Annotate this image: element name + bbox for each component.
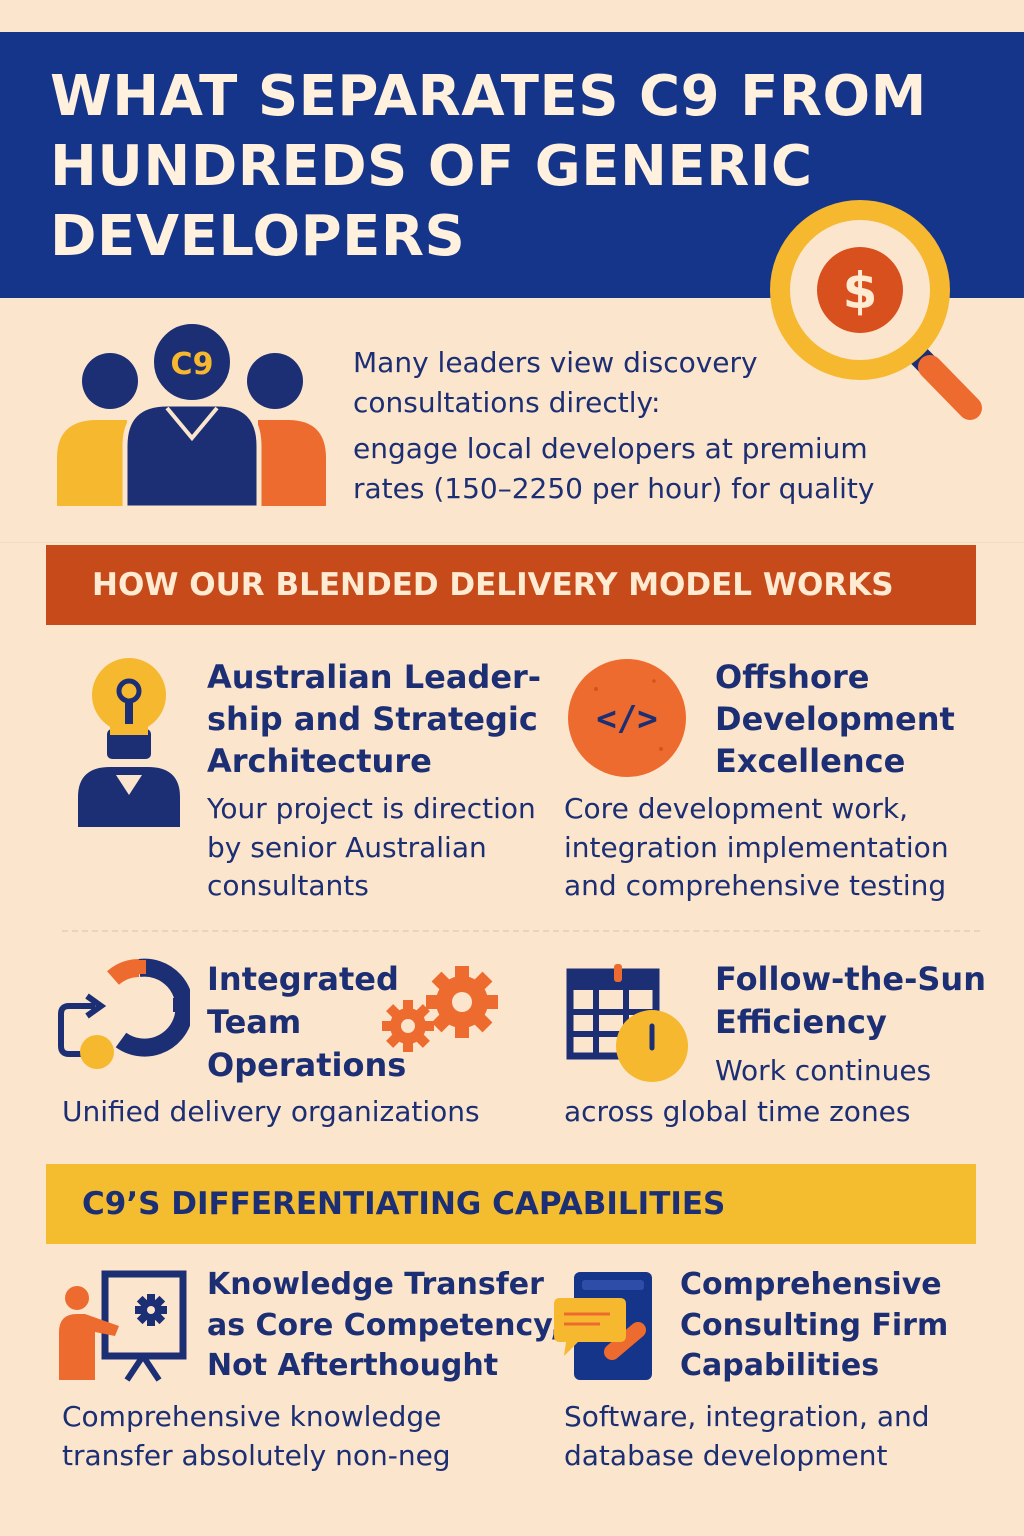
card-follow-the-sun-title: Follow-the-Sun Efficiency bbox=[715, 960, 986, 1041]
capability-consulting-firm-title: Comprehensive Consulting Firm Capabiliti… bbox=[680, 1267, 949, 1383]
intro-line-3: engage local developers at premium bbox=[353, 432, 868, 465]
card-follow-the-sun-desc-line1: Work continues bbox=[715, 1054, 932, 1087]
code-icon: </> bbox=[568, 659, 686, 777]
intro-line-4: rates (150–2250 per hour) for quality bbox=[353, 472, 875, 505]
c9-team-icon: C9 bbox=[57, 320, 326, 511]
capability-knowledge-transfer-title: Knowledge Transfer as Core Competency, N… bbox=[207, 1267, 562, 1383]
card-offshore-development-title: Offshore Development Excellence bbox=[715, 658, 955, 780]
card-offshore-development-desc: Core development work, integration imple… bbox=[564, 792, 949, 902]
c9-logo-text: C9 bbox=[171, 347, 214, 382]
card-follow-the-sun-desc-line2: across global time zones bbox=[564, 1095, 911, 1128]
section-heading-capabilities: C9’S DIFFERENTIATING CAPABILITIES bbox=[46, 1164, 976, 1244]
presenter-board-icon bbox=[59, 1270, 187, 1382]
dollar-symbol: $ bbox=[843, 262, 878, 320]
section-heading-delivery-model: HOW OUR BLENDED DELIVERY MODEL WORKS bbox=[46, 545, 976, 625]
card-australian-leadership-desc: Your project is direction by senior Aust… bbox=[207, 792, 536, 902]
intro-divider bbox=[0, 542, 1024, 543]
intro-line-2: consultations directly: bbox=[353, 386, 661, 419]
intro-line-1: Many leaders view discovery bbox=[353, 346, 758, 379]
page-title: WHAT SEPARATES C9 FROM HUNDREDS OF GENER… bbox=[50, 64, 927, 269]
magnifier-dollar-icon: $ bbox=[770, 200, 982, 420]
card-integrated-team-desc: Unified delivery organizations bbox=[62, 1095, 480, 1128]
card-australian-leadership-title: Australian Leader- ship and Strategic Ar… bbox=[207, 658, 542, 780]
lightbulb-person-icon bbox=[78, 658, 180, 827]
gears-icon bbox=[382, 966, 498, 1052]
card-integrated-team-title: Integrated Team Operations bbox=[207, 960, 407, 1084]
section-divider bbox=[62, 930, 980, 932]
document-chat-icon bbox=[554, 1272, 652, 1380]
code-symbol: </> bbox=[596, 699, 657, 739]
team-gears-icon bbox=[58, 958, 190, 1069]
calendar-clock-icon bbox=[566, 964, 688, 1082]
capability-knowledge-transfer-desc: Comprehensive knowledge transfer absolut… bbox=[62, 1400, 451, 1472]
capability-consulting-firm-desc: Software, integration, and database deve… bbox=[564, 1400, 930, 1472]
